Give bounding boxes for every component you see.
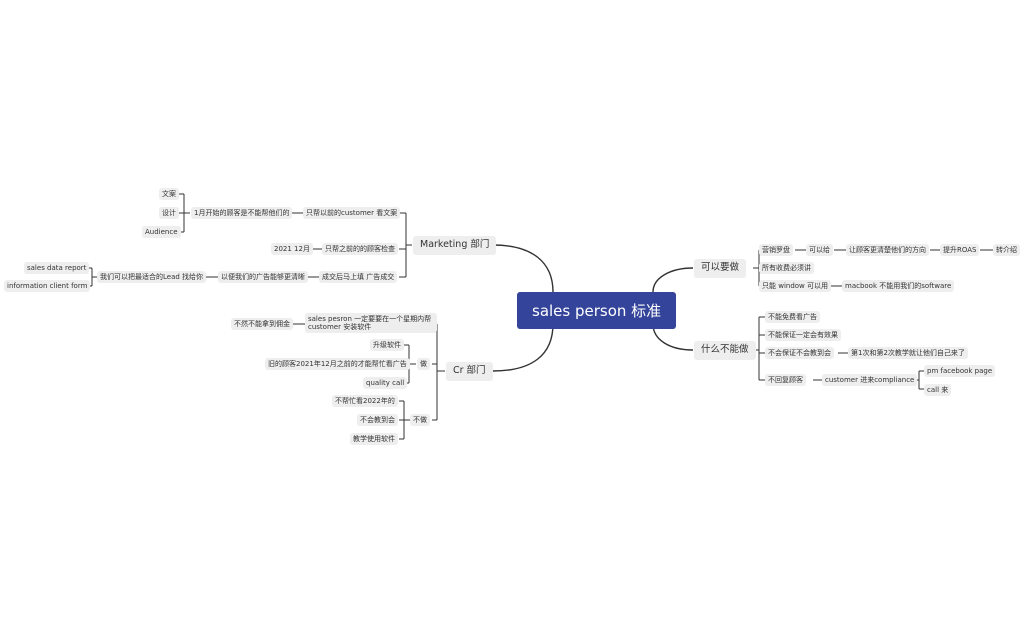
- node-marketing-ideas[interactable]: 营销罗盘: [759, 244, 793, 257]
- topic-can-do[interactable]: 可以要做: [694, 259, 747, 278]
- node-customer-direction[interactable]: 让顾客更清楚他们的方向: [846, 244, 929, 257]
- node-no-guarantee[interactable]: 不能保证一定会有效果: [765, 329, 841, 342]
- node-fees[interactable]: 所有收费必须讲: [759, 262, 814, 275]
- node-copywriting[interactable]: 文案: [159, 188, 179, 201]
- node-lead-find[interactable]: 我们可以把最适合的Lead 找给你: [97, 271, 207, 284]
- node-referral[interactable]: 转介绍: [993, 244, 1020, 257]
- node-window-only[interactable]: 只能 window 可以用: [759, 280, 832, 293]
- node-sales-report[interactable]: sales data report: [24, 262, 90, 275]
- node-ads-clear[interactable]: 以便我们的广告能够更清晰: [218, 271, 308, 284]
- node-no-guarantee-meeting[interactable]: 不会保证不会教到会: [765, 347, 834, 360]
- node-client-form[interactable]: information client form: [4, 280, 91, 293]
- topic-cannot-do[interactable]: 什么不能做: [694, 341, 756, 360]
- install-line-1: sales pesron 一定要要在一个星期内帮: [308, 315, 432, 323]
- node-no-help-2022[interactable]: 不帮忙看2022年的: [332, 395, 398, 408]
- node-no-free-ads[interactable]: 不能免费看广告: [765, 311, 820, 324]
- node-quality-call[interactable]: quality call: [363, 377, 408, 390]
- node-jan-customers[interactable]: 1月开始的顾客是不能帮他们的: [191, 207, 293, 220]
- node-design[interactable]: 设计: [159, 207, 179, 220]
- node-copy-by-customer[interactable]: 只帮以前的customer 看文案: [303, 207, 401, 220]
- node-dec-2021[interactable]: 2021 12月: [271, 243, 313, 256]
- node-teach-software[interactable]: 教学使用软件: [350, 433, 398, 446]
- node-no-meeting[interactable]: 不会教到会: [357, 414, 398, 427]
- install-line-2: customer 安装软件: [308, 323, 372, 332]
- branch-line-marketing: [492, 244, 554, 293]
- node-install-software[interactable]: sales pesron 一定要要在一个星期内帮 customer 安装软件: [305, 313, 437, 334]
- topic-marketing[interactable]: Marketing 部门: [413, 236, 497, 255]
- node-dont-do[interactable]: 不做: [410, 414, 430, 427]
- node-roas[interactable]: 提升ROAS: [940, 244, 980, 257]
- node-first-second[interactable]: 第1次和第2次教学就让他们自己来了: [848, 347, 968, 360]
- node-upgrade[interactable]: 升级软件: [370, 339, 404, 352]
- topic-cr[interactable]: Cr 部门: [446, 362, 493, 381]
- node-closing[interactable]: 成交后马上填 广告成交: [319, 271, 398, 284]
- node-audience[interactable]: Audience: [142, 226, 181, 239]
- branch-line-cr: [492, 323, 554, 372]
- node-no-commission[interactable]: 不然不能拿到佣金: [231, 318, 293, 331]
- central-topic[interactable]: sales person 标准: [517, 292, 677, 329]
- node-call-in[interactable]: call 来: [924, 384, 952, 397]
- node-can-give[interactable]: 可以给: [806, 244, 833, 257]
- node-macbook[interactable]: macbook 不能用我们的software: [842, 280, 955, 293]
- branch-line-can-do: [652, 267, 694, 293]
- node-pm-facebook[interactable]: pm facebook page: [924, 365, 996, 378]
- node-compliance[interactable]: customer 进来compliance: [822, 374, 918, 387]
- node-no-reply[interactable]: 不回复顾客: [765, 374, 806, 387]
- node-check-before[interactable]: 只帮之前的的顾客检查: [322, 243, 398, 256]
- node-old-customers[interactable]: 旧的顾客2021年12月之前的才能帮忙看广告: [265, 358, 410, 371]
- node-do[interactable]: 做: [417, 358, 430, 371]
